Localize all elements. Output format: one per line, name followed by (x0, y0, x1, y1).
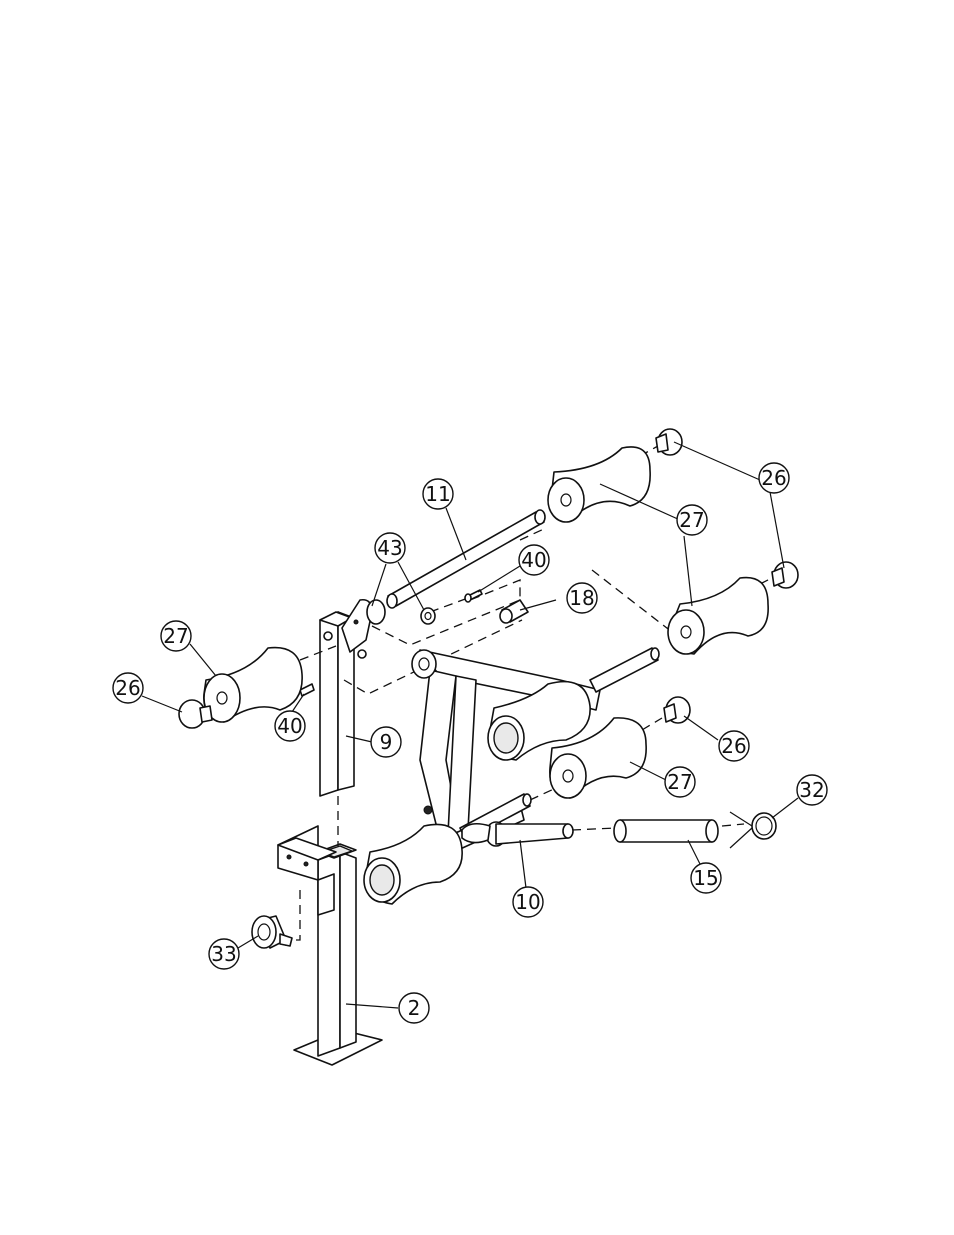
callout-9: 9 (371, 727, 401, 757)
callout-26-left-label: 26 (115, 676, 140, 700)
pad-tube-part-15 (614, 820, 718, 842)
callout-33-label: 33 (211, 942, 236, 966)
callout-2-label: 2 (408, 996, 421, 1020)
callout-26-top-label: 26 (761, 466, 786, 490)
callout-27-right: 27 (665, 767, 695, 797)
lock-pin-part-32 (730, 812, 776, 848)
end-cap-lower (664, 697, 690, 723)
callout-11: 11 (423, 479, 453, 509)
upright-post-part-2 (278, 826, 382, 1065)
callout-26-right-label: 26 (721, 734, 746, 758)
callout-26-top: 26 (759, 463, 789, 493)
callout-27-right-label: 27 (667, 770, 692, 794)
callout-27-top: 27 (677, 505, 707, 535)
callout-18: 18 (567, 583, 597, 613)
callout-40-lower-label: 40 (277, 714, 302, 738)
pin-part-10 (462, 822, 573, 846)
callout-18-label: 18 (569, 586, 594, 610)
foam-roller-top-right (548, 447, 650, 522)
end-cap-middle (772, 562, 798, 588)
inner-tube-part-9 (320, 600, 372, 796)
foam-roller-frame-lower (364, 824, 462, 904)
callout-2: 2 (399, 993, 429, 1023)
callout-11-label: 11 (425, 482, 450, 506)
callout-27-left: 27 (161, 621, 191, 651)
callout-27-left-label: 27 (163, 624, 188, 648)
callout-32: 32 (797, 775, 827, 805)
callout-26-left: 26 (113, 673, 143, 703)
foam-roller-middle-right (668, 578, 768, 654)
callout-43-label: 43 (377, 536, 402, 560)
callout-9-label: 9 (380, 730, 393, 754)
callout-15: 15 (691, 863, 721, 893)
callout-10-label: 10 (515, 890, 540, 914)
callout-32-label: 32 (799, 778, 824, 802)
end-cap-top (656, 429, 682, 455)
callout-26-right: 26 (719, 731, 749, 761)
callout-33: 33 (209, 939, 239, 969)
callout-10: 10 (513, 887, 543, 917)
callout-27-top-label: 27 (679, 508, 704, 532)
knob-part-33 (252, 916, 292, 948)
callout-40-upper: 40 (519, 545, 549, 575)
callout-40-lower: 40 (275, 711, 305, 741)
callout-15-label: 15 (693, 866, 718, 890)
callout-40-upper-label: 40 (521, 548, 546, 572)
callout-43: 43 (375, 533, 405, 563)
